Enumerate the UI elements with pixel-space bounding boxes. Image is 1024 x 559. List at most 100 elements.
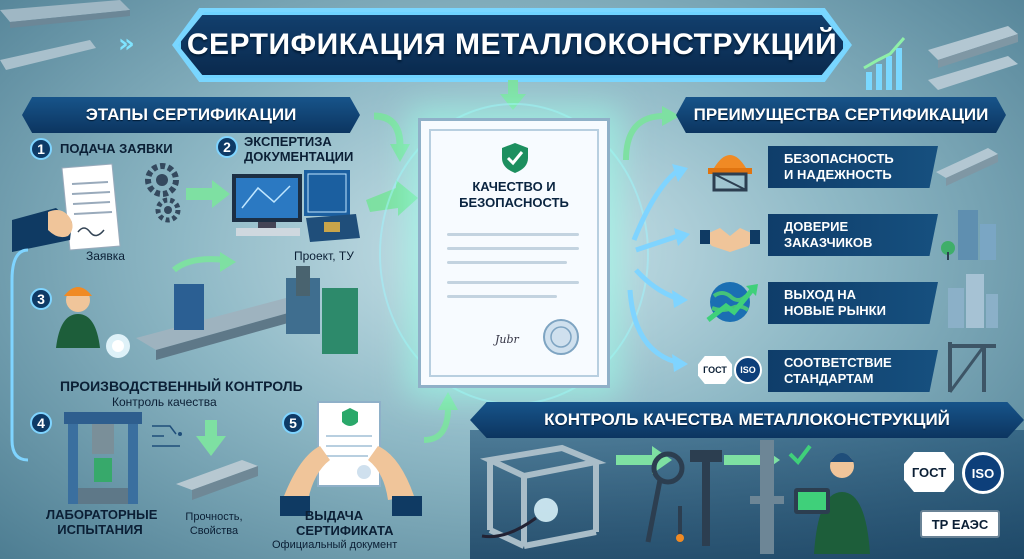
step-4-caption: Прочность, Свойства bbox=[185, 511, 243, 537]
steel-beam-sample-icon bbox=[176, 460, 258, 500]
flow-line-left bbox=[10, 248, 29, 462]
step-3-number: 3 bbox=[30, 288, 52, 310]
inspector-tablet-icon bbox=[750, 440, 870, 554]
advantage-label-line2: И НАДЕЖНОСТЬ bbox=[784, 167, 892, 182]
step-1-number: 1 bbox=[30, 138, 52, 160]
computer-blueprint-icon bbox=[232, 170, 360, 242]
gost-badge: ГОСТ bbox=[698, 356, 732, 384]
advantage-label-line1: ДОВЕРИЕ bbox=[784, 219, 849, 234]
step-2-title-line2: ДОКУМЕНТАЦИИ bbox=[244, 149, 354, 164]
handshake-icon bbox=[700, 208, 760, 260]
steel-beam-decor-left: » bbox=[0, 0, 135, 70]
circuit-lines-decor bbox=[152, 425, 182, 447]
step-1-caption: Заявка bbox=[86, 249, 125, 263]
certificate-text-line bbox=[447, 261, 567, 264]
certificate-title: КАЧЕСТВО И БЕЗОПАСНОСТЬ bbox=[421, 179, 607, 211]
iso-badge-qc-text: ISO bbox=[971, 465, 995, 481]
gost-badge-qc: ГОСТ bbox=[904, 452, 954, 492]
stages-header-label: ЭТАПЫ СЕРТИФИКАЦИИ bbox=[85, 105, 297, 124]
step-5-title-line2: СЕРТИФИКАТА bbox=[296, 523, 394, 538]
step-4-title: ЛАБОРАТОРНЫЕ ИСПЫТАНИЯ bbox=[46, 507, 158, 537]
certificate: КАЧЕСТВО И БЕЗОПАСНОСТЬ Jubr bbox=[418, 118, 610, 388]
step-5-caption: Официальный документ bbox=[272, 539, 398, 551]
step-3-caption: Контроль качества bbox=[112, 395, 217, 409]
iso-badge: ISO bbox=[734, 356, 762, 384]
inspection-tools-icon bbox=[645, 450, 722, 546]
step-2-caption: Проект, ТУ bbox=[294, 249, 354, 263]
steel-beam-icon bbox=[936, 148, 998, 186]
shield-check-icon bbox=[502, 143, 528, 173]
step-4-title-line1: ЛАБОРАТОРНЫЕ bbox=[46, 507, 158, 522]
step-2-number: 2 bbox=[216, 136, 238, 158]
gear-icon bbox=[145, 163, 181, 223]
advantages-header-label: ПРЕИМУЩЕСТВА СЕРТИФИКАЦИИ bbox=[693, 105, 989, 124]
globe-growth-icon bbox=[700, 276, 760, 328]
certificate-text-line bbox=[447, 295, 557, 298]
step-2-number-text: 2 bbox=[223, 139, 231, 155]
step-1-title: ПОДАЧА ЗАЯВКИ bbox=[60, 141, 173, 156]
step-4-number: 4 bbox=[30, 412, 52, 434]
certificate-text-line bbox=[447, 247, 579, 250]
certificate-signature: Jubr bbox=[495, 333, 519, 346]
step-3-title: ПРОИЗВОДСТВЕННЫЙ КОНТРОЛЬ bbox=[60, 378, 303, 394]
certificate-in-hands-icon bbox=[280, 401, 422, 516]
certificate-border bbox=[429, 129, 599, 377]
gost-badge-text: ГОСТ bbox=[703, 365, 727, 375]
production-control-scene bbox=[56, 266, 358, 360]
standards-icon: ГОСТ ISO bbox=[698, 344, 762, 396]
arrow-right-qc-icon bbox=[616, 446, 672, 474]
step-5-title: ВЫДАЧА СЕРТИФИКАТА bbox=[296, 508, 394, 538]
advantage-label-line2: ЗАКАЗЧИКОВ bbox=[784, 235, 873, 250]
arrow-up-to-certificate-icon bbox=[423, 392, 458, 443]
step-2-title: ЭКСПЕРТИЗА ДОКУМЕНТАЦИИ bbox=[244, 134, 353, 164]
city-buildings-icon bbox=[941, 210, 996, 260]
stages-header: ЭТАПЫ СЕРТИФИКАЦИИ bbox=[22, 97, 360, 133]
arrow-curve-right-icon bbox=[172, 252, 236, 273]
page-title: СЕРТИФИКАЦИЯ МЕТАЛЛОКОНСТРУКЦИЙ bbox=[186, 28, 838, 61]
skyscrapers-icon bbox=[948, 274, 998, 328]
advantage-label-line2: НОВЫЕ РЫНКИ bbox=[784, 303, 886, 318]
certificate-title-line2: БЕЗОПАСНОСТЬ bbox=[459, 195, 569, 210]
arrow-right-icon bbox=[186, 180, 230, 208]
certificate-text-line bbox=[447, 281, 579, 284]
arrow-down-top-icon bbox=[500, 80, 526, 110]
step-2-title-line1: ЭКСПЕРТИЗА bbox=[244, 134, 332, 149]
step-4-title-line2: ИСПЫТАНИЯ bbox=[57, 522, 143, 537]
arrow-to-certificate-icon bbox=[366, 180, 418, 216]
certificate-title-line1: КАЧЕСТВО И bbox=[472, 179, 556, 194]
svg-text:»: » bbox=[118, 29, 135, 59]
iso-badge-qc: ISO bbox=[962, 452, 1004, 494]
chart-growth-decor bbox=[863, 26, 1018, 90]
hard-hat-icon bbox=[700, 140, 760, 192]
certificate-seal-icon bbox=[543, 319, 579, 355]
arrows-to-advantages bbox=[623, 106, 690, 372]
advantage-label-line2: СТАНДАРТАМ bbox=[784, 371, 874, 386]
quality-control-header: КОНТРОЛЬ КАЧЕСТВА МЕТАЛЛОКОНСТРУКЦИЙ bbox=[470, 402, 1024, 438]
certificate-text-line bbox=[447, 233, 579, 236]
tr-eaes-badge-text: ТР ЕАЭС bbox=[931, 516, 989, 532]
step-4-number-text: 4 bbox=[37, 415, 45, 431]
title-banner: СЕРТИФИКАЦИЯ МЕТАЛЛОКОНСТРУКЦИЙ bbox=[178, 12, 846, 78]
gost-badge-qc-text: ГОСТ bbox=[911, 464, 947, 480]
steel-frame-icon bbox=[948, 342, 996, 393]
arrow-down-green-icon bbox=[196, 420, 226, 456]
advantage-label-line1: БЕЗОПАСНОСТЬ bbox=[784, 151, 894, 166]
quality-control-header-label: КОНТРОЛЬ КАЧЕСТВА МЕТАЛЛОКОНСТРУКЦИЙ bbox=[544, 410, 950, 429]
step-5-title-line1: ВЫДАЧА bbox=[304, 508, 364, 523]
lab-press-icon bbox=[64, 412, 142, 504]
advantage-label-line1: СООТВЕТСТВИЕ bbox=[784, 355, 892, 370]
step-5-number-text: 5 bbox=[289, 415, 297, 431]
step-5-number: 5 bbox=[282, 412, 304, 434]
tr-eaes-badge: ТР ЕАЭС bbox=[920, 510, 1000, 538]
step-1-number-text: 1 bbox=[37, 141, 45, 157]
advantage-label-line1: ВЫХОД НА bbox=[784, 287, 857, 302]
steel-frame-welding-icon bbox=[480, 444, 607, 549]
